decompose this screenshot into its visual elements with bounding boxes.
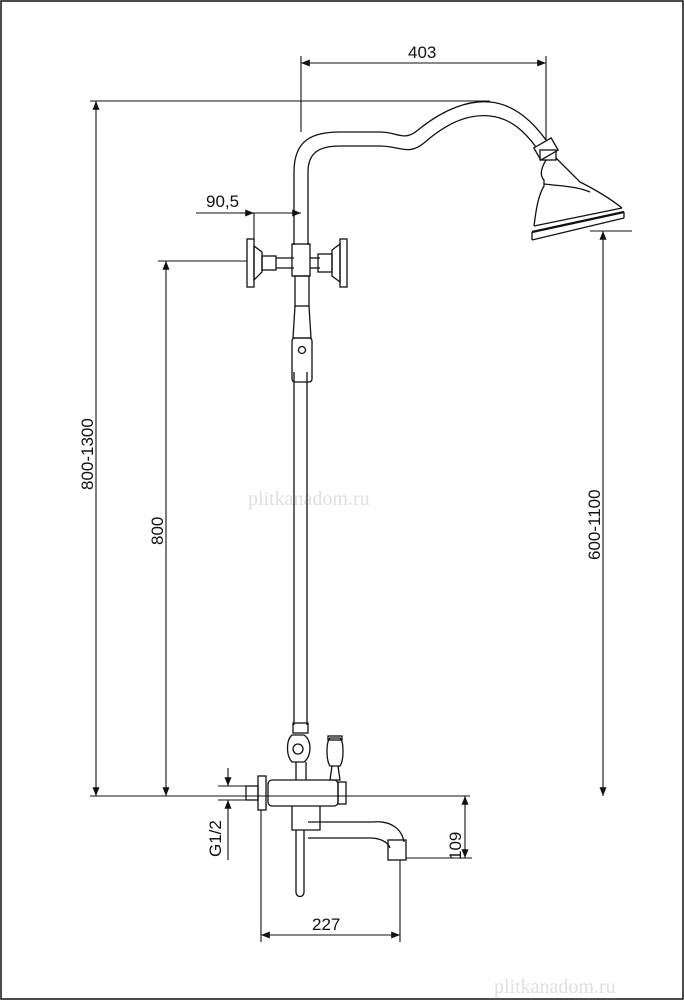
shower-head (531, 149, 625, 241)
dimension-label-spout-reach: 227 (312, 915, 340, 934)
watermark-bottom: plitkanadom.ru (494, 976, 616, 998)
dimension-label-total-height: 800-1300 (78, 418, 97, 490)
dimension-label-spout-drop: 109 (446, 832, 465, 860)
dimension-head-height: 600-1100 (585, 230, 632, 796)
shower-riser (292, 172, 309, 734)
diverter-handle-assembly (246, 238, 348, 383)
dimension-riser-height: 800 (148, 260, 247, 796)
dimension-spout-reach: 227 (260, 810, 401, 942)
gooseneck-arm (293, 101, 560, 173)
dimension-label-arm-reach: 403 (408, 43, 436, 62)
dimension-inlet-thread: G1/2 (206, 768, 246, 860)
dimension-label-head-height: 600-1100 (585, 489, 604, 560)
bath-mixer (245, 734, 407, 898)
watermark-center: plitkanadom.ru (248, 488, 370, 510)
dimension-spout-drop: 109 (406, 796, 472, 860)
dimension-arm-reach: 403 (300, 43, 547, 140)
dimension-total-height: 800-1300 (78, 100, 490, 797)
dimension-handle-offset: 90,5 (196, 192, 301, 240)
dimension-label-riser-height: 800 (148, 517, 167, 545)
dimension-label-handle-offset: 90,5 (206, 192, 239, 211)
dimension-label-inlet-thread: G1/2 (206, 820, 225, 857)
